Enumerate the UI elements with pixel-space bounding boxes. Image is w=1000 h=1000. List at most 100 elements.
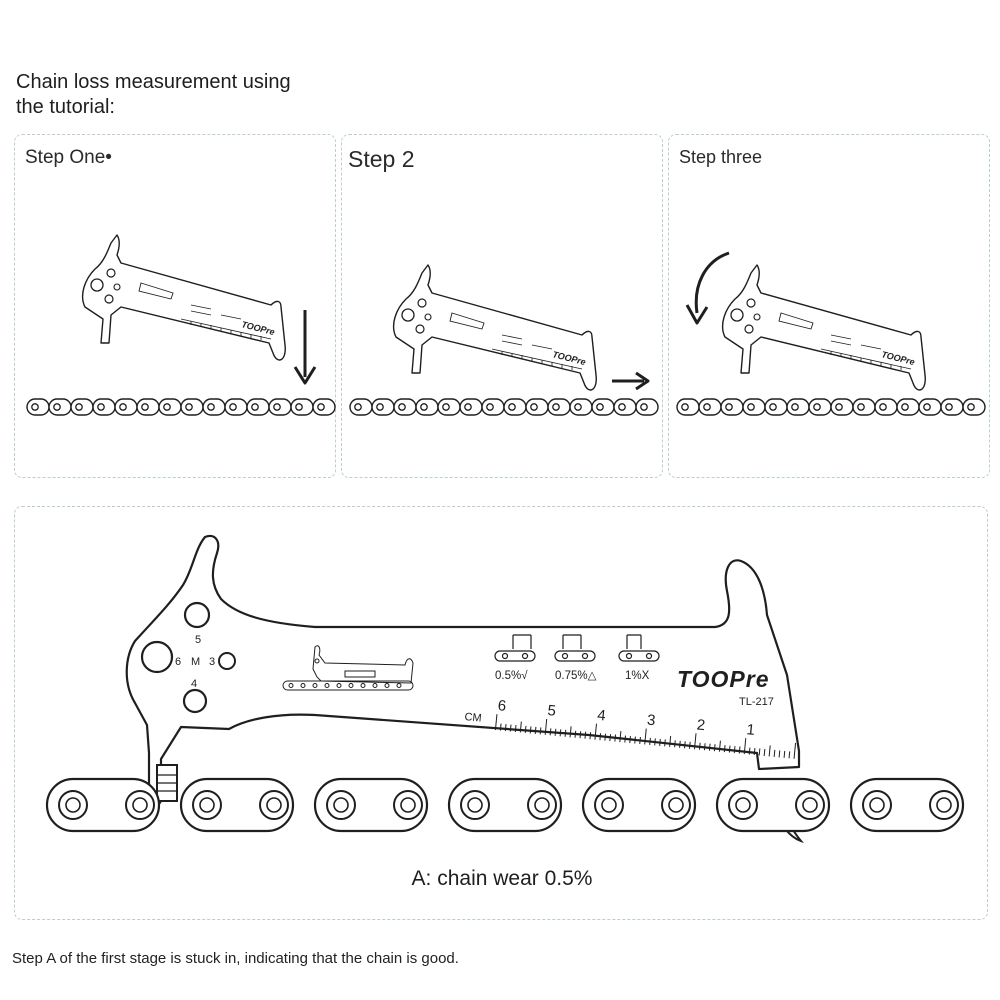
ruler-tick: [758, 748, 761, 756]
ruler-tick: [619, 731, 622, 743]
ruler-tick: [753, 747, 756, 756]
chain-image: [676, 398, 986, 416]
ruler-tick: [629, 735, 631, 744]
chain-pin: [467, 797, 483, 813]
chain-pin: [869, 797, 885, 813]
ruler-tick: [614, 734, 617, 742]
ruler-tick: [659, 738, 661, 746]
ruler-tick: [743, 738, 747, 755]
hole-label-top: 5: [195, 634, 201, 646]
ruler-number-5: 5: [547, 702, 557, 720]
step-three-panel: Step three: [668, 134, 990, 478]
ruler-tick: [778, 750, 781, 758]
ruler-tick: [669, 735, 672, 747]
ruler-tick: [723, 745, 726, 753]
step-one-title: Step One•: [25, 147, 112, 168]
hole-label-right: 3: [209, 656, 215, 668]
ruler-tick: [733, 746, 736, 754]
ruler-tick: [549, 728, 552, 736]
ruler-tick: [504, 724, 507, 732]
indicator-0-75: 0.75%△: [555, 670, 598, 682]
chain-pin: [400, 797, 416, 813]
hole-5: [183, 601, 211, 629]
hole-label-bottom: 4: [191, 678, 197, 690]
footer-caption: Step A of the first stage is stuck in, i…: [12, 950, 459, 967]
chain-pin: [601, 797, 617, 813]
chain-pin: [802, 797, 818, 813]
ruler-tick: [499, 723, 502, 731]
ruler-tick: [574, 730, 577, 738]
ruler-number-3: 3: [646, 712, 656, 730]
ruler-tick: [788, 751, 791, 759]
ruler-tick: [584, 731, 587, 739]
ruler-tick: [654, 738, 656, 746]
ruler-tick: [579, 731, 582, 739]
hole-label-left: 6: [175, 656, 181, 668]
ruler-tick: [698, 742, 701, 750]
ruler: CM 6 5 4 3 2 1: [464, 697, 797, 759]
step-two-title: Step 2: [348, 146, 415, 172]
ruler-tick: [644, 728, 647, 745]
ruler-tick: [554, 728, 557, 736]
ruler-tick: [609, 734, 612, 742]
ruler-tick: [519, 721, 522, 733]
step-three-title: Step three: [679, 147, 763, 167]
ruler-tick: [664, 739, 666, 747]
ruler-tick: [559, 729, 562, 737]
ruler-number-2: 2: [696, 716, 706, 734]
model-number: TL-217: [739, 696, 774, 708]
step-two-panel: Step 2: [341, 134, 663, 478]
heading-line-1: Chain loss measurement using: [16, 71, 291, 93]
ruler-tick: [703, 743, 706, 751]
brand-logo: TOOPre: [677, 666, 770, 692]
ruler-tick: [634, 736, 636, 744]
tutorial-heading: Chain loss measurement using the tutoria…: [16, 70, 336, 120]
ruler-tick: [624, 735, 626, 743]
hole-6: [140, 640, 174, 674]
chain-pin: [65, 797, 81, 813]
ruler-tick: [684, 741, 686, 749]
chain-pin: [199, 797, 215, 813]
chain-pin: [735, 797, 751, 813]
ruler-tick: [589, 732, 592, 740]
chain-pin: [668, 797, 684, 813]
ruler-tick: [509, 724, 512, 732]
ruler-tick: [564, 729, 567, 737]
ruler-tick: [718, 740, 721, 752]
ruler-tick: [763, 748, 766, 757]
down-arrow-icon: [293, 310, 317, 385]
step-one-panel: Step One•: [14, 134, 336, 478]
ruler-tick: [569, 726, 572, 738]
mini-tool-icon: [282, 645, 414, 691]
ruler-tick: [793, 742, 797, 759]
ruler-tick: [708, 743, 711, 751]
ruler-tick: [768, 745, 771, 757]
ruler-tick: [544, 718, 548, 735]
hole-label-mid: M: [191, 656, 200, 668]
chain-pin: [132, 797, 148, 813]
ruler-tick: [679, 740, 681, 748]
curved-arrow-icon: [685, 251, 730, 325]
ruler-tick: [773, 749, 776, 757]
detail-panel: 5 6 M 3 4 0.5%√ 0.75%△: [14, 506, 988, 920]
step-one-illustration: [26, 234, 336, 416]
ruler-number-4: 4: [596, 707, 606, 725]
ruler-tick: [534, 726, 537, 734]
ruler-ticks: [494, 714, 797, 759]
ruler-tick: [514, 724, 517, 733]
ruler-tick: [524, 725, 527, 733]
ruler-tick: [783, 750, 786, 758]
heading-line-2: the tutorial:: [16, 96, 115, 118]
ruler-tick: [674, 740, 676, 748]
ruler-tick: [738, 746, 741, 754]
indicator-0-5: 0.5%√: [495, 669, 528, 682]
ruler-tick: [693, 733, 697, 750]
chain-image: [45, 777, 965, 833]
detail-illustration: 5 6 M 3 4 0.5%√ 0.75%△: [45, 534, 965, 844]
step-two-illustration: [349, 264, 659, 416]
ruler-number-1: 1: [746, 721, 756, 739]
chain-image: [349, 398, 659, 416]
right-arrow-icon: [612, 371, 650, 391]
ruler-tick: [594, 723, 597, 740]
ruler-tick: [599, 733, 602, 741]
